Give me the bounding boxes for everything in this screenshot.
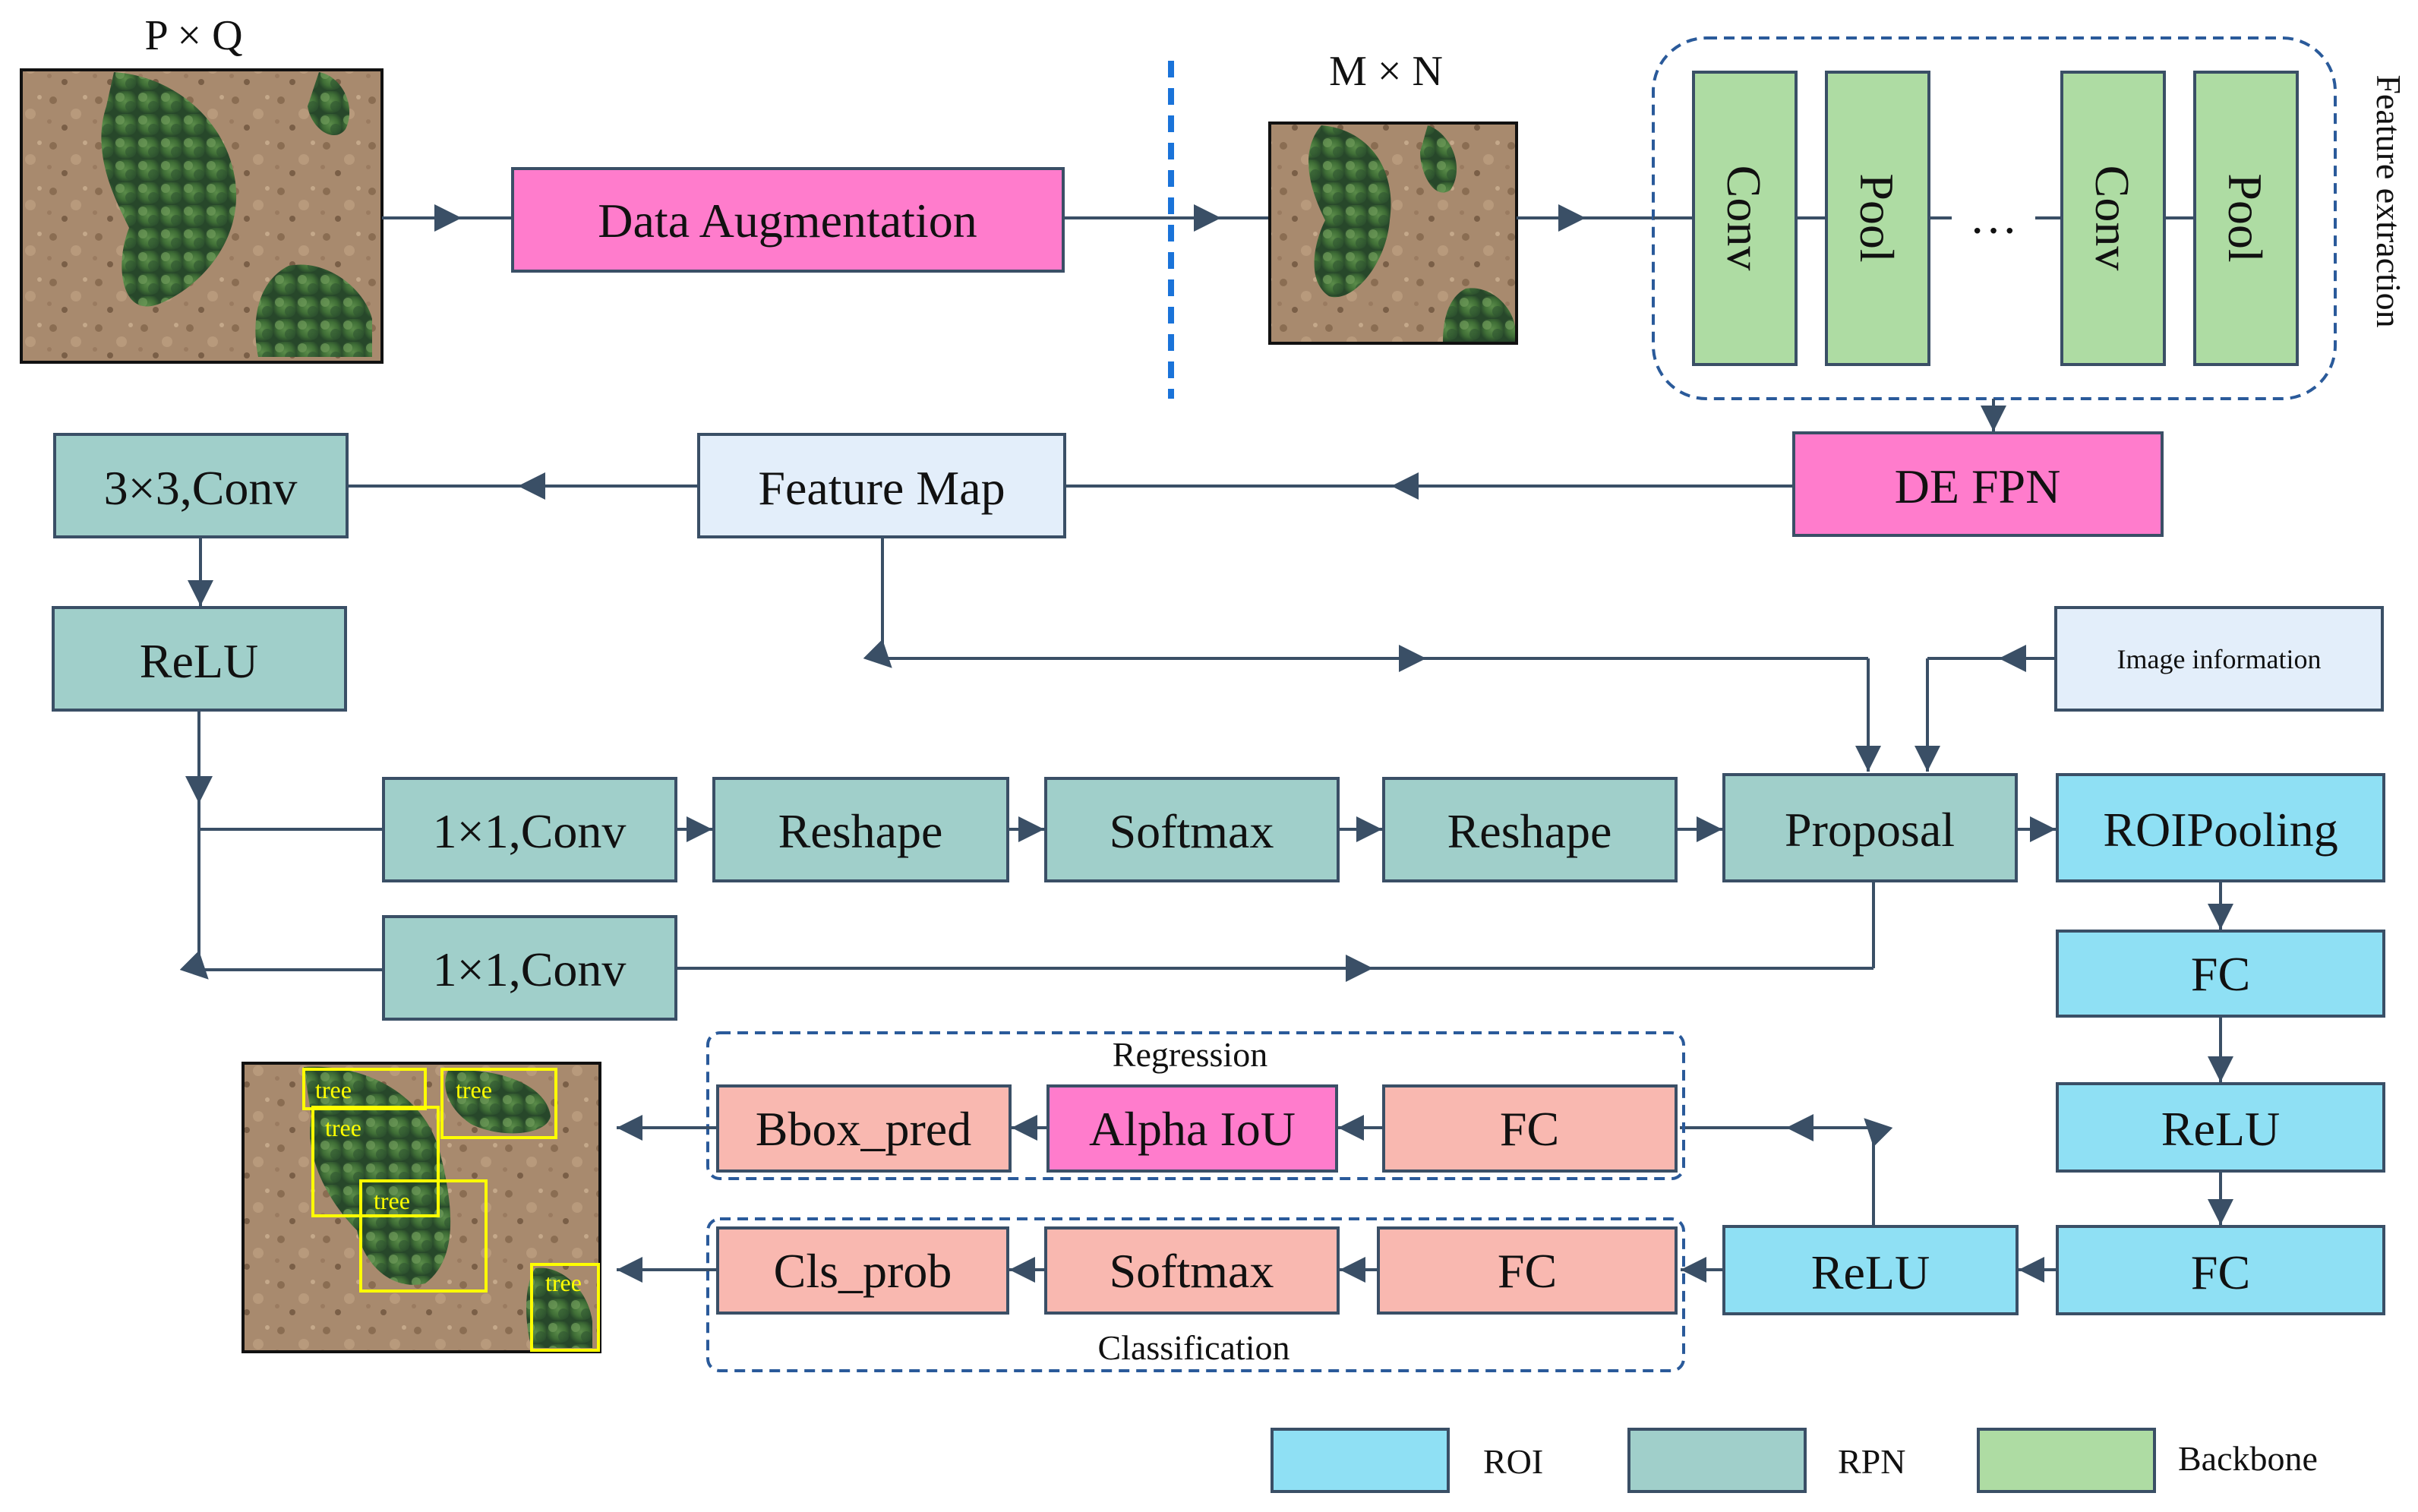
output-detection-image: tree tree tree tree tree	[241, 1062, 601, 1353]
regression-group	[706, 1031, 1685, 1180]
detection-box-5	[530, 1263, 600, 1352]
detection-box-3	[311, 1106, 440, 1217]
node-rpn-relu-label: ReLU	[140, 634, 258, 688]
resized-aerial-image	[1268, 122, 1518, 345]
node-proposal: Proposal	[1722, 773, 2018, 882]
node-pool-2-label: Pool	[2218, 173, 2272, 262]
node-data-augmentation: Data Augmentation	[511, 167, 1065, 273]
node-data-augmentation-label: Data Augmentation	[598, 194, 977, 248]
legend-label-roi: ROI	[1483, 1442, 1543, 1481]
node-reshape-b: Reshape	[1382, 777, 1678, 882]
node-conv-3x3: 3×3,Conv	[53, 433, 349, 538]
edge-featuremap-to-proposal-a	[863, 537, 1868, 672]
node-feature-map-label: Feature Map	[758, 461, 1005, 515]
node-roipooling-label: ROIPooling	[2103, 803, 2338, 857]
node-de-fpn: DE FPN	[1792, 431, 2164, 537]
legend-swatch-backbone	[1977, 1428, 2156, 1493]
node-fc-classification: FC	[1377, 1226, 1678, 1315]
legend-swatch-rpn	[1627, 1428, 1807, 1493]
classification-group	[706, 1217, 1685, 1372]
edge-relu-trunk	[179, 710, 384, 980]
node-pool-2: Pool	[2193, 71, 2299, 366]
node-conv-2: Conv	[2060, 71, 2166, 366]
detection-label-4: tree	[374, 1187, 410, 1214]
node-conv-1: Conv	[1692, 71, 1798, 366]
node-softmax-cls: Softmax	[1044, 1226, 1340, 1315]
node-rpn-relu: ReLU	[52, 606, 347, 712]
node-softmax-rpn: Softmax	[1044, 777, 1340, 882]
edge-relu2-to-fc-reg	[1680, 1114, 1893, 1226]
legend: ROI RPN Backbone	[1271, 1428, 2318, 1493]
node-alpha-iou-label: Alpha IoU	[1089, 1102, 1296, 1156]
detection-box-2	[440, 1068, 557, 1139]
classification-label: Classification	[1098, 1328, 1290, 1367]
node-roi-relu-1-label: ReLU	[2161, 1102, 2280, 1156]
node-cls-prob-label: Cls_prob	[774, 1244, 952, 1298]
regression-label: Regression	[1113, 1035, 1267, 1074]
node-roi-relu-2-label: ReLU	[1811, 1245, 1930, 1299]
node-image-information: Image information	[2054, 606, 2384, 712]
node-proposal-label: Proposal	[1785, 803, 1955, 857]
input-size-label: P × Q	[144, 12, 242, 59]
node-pool-1: Pool	[1825, 71, 1930, 366]
node-roi-fc-1: FC	[2056, 930, 2385, 1018]
node-reshape-a-label: Reshape	[778, 804, 943, 858]
node-conv-1x1-a: 1×1,Conv	[382, 777, 677, 882]
input-aerial-image	[20, 68, 384, 364]
detection-label-2: tree	[456, 1076, 492, 1103]
node-reshape-a: Reshape	[712, 777, 1009, 882]
legend-label-backbone: Backbone	[2178, 1439, 2318, 1478]
node-conv-1x1-b: 1×1,Conv	[382, 915, 677, 1021]
node-roi-relu-2: ReLU	[1722, 1225, 2019, 1315]
node-pool-1-label: Pool	[1850, 173, 1904, 262]
legend-swatch-roi	[1271, 1428, 1450, 1493]
resized-size-label: M × N	[1329, 48, 1443, 95]
ellipsis-label: ···	[1969, 204, 2018, 257]
node-alpha-iou: Alpha IoU	[1046, 1084, 1338, 1173]
node-conv-2-label: Conv	[2085, 166, 2139, 271]
node-reshape-b-label: Reshape	[1447, 804, 1612, 858]
node-roi-fc-2-label: FC	[2191, 1245, 2250, 1299]
node-roi-relu-1: ReLU	[2056, 1082, 2385, 1173]
node-de-fpn-label: DE FPN	[1895, 459, 2061, 513]
node-bbox-pred-label: Bbox_pred	[756, 1102, 971, 1156]
node-feature-map: Feature Map	[697, 433, 1066, 538]
node-fc-classification-label: FC	[1498, 1244, 1557, 1298]
node-conv-1x1-b-label: 1×1,Conv	[433, 942, 627, 996]
node-image-information-label: Image information	[2117, 644, 2322, 674]
detection-label-1: tree	[315, 1076, 352, 1103]
node-roipooling: ROIPooling	[2056, 773, 2385, 882]
detection-label-5: tree	[545, 1269, 582, 1296]
node-conv-1x1-a-label: 1×1,Conv	[433, 804, 627, 858]
node-roi-fc-1-label: FC	[2191, 947, 2250, 1001]
node-fc-regression: FC	[1382, 1084, 1678, 1173]
node-fc-regression-label: FC	[1500, 1102, 1559, 1156]
detection-label-3: tree	[325, 1114, 361, 1141]
node-cls-prob: Cls_prob	[716, 1226, 1009, 1315]
node-conv-1-label: Conv	[1717, 166, 1771, 271]
node-softmax-cls-label: Softmax	[1110, 1244, 1274, 1298]
node-softmax-rpn-label: Softmax	[1110, 804, 1274, 858]
legend-label-rpn: RPN	[1838, 1442, 1905, 1481]
node-conv-3x3-label: 3×3,Conv	[104, 461, 298, 515]
feature-extraction-label: Feature extraction	[2369, 74, 2408, 327]
node-bbox-pred: Bbox_pred	[716, 1084, 1012, 1173]
node-roi-fc-2: FC	[2056, 1225, 2385, 1315]
detection-box-4	[359, 1179, 488, 1293]
